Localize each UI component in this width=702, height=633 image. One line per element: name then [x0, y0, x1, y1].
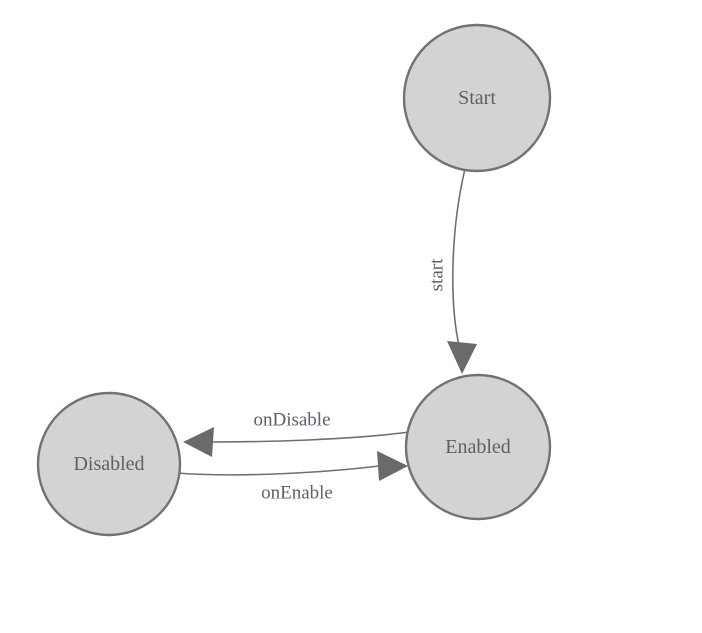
state-node-enabled-label: Enabled [445, 436, 511, 458]
arrowhead-left-icon [183, 427, 214, 457]
state-node-start[interactable]: Start [402, 23, 552, 173]
state-node-enabled[interactable]: Enabled [404, 373, 552, 521]
state-node-disabled-label: Disabled [73, 453, 144, 475]
arrowhead-down-icon [447, 341, 477, 374]
state-node-start-circle [402, 23, 552, 173]
transition-label-onenable: onEnable [261, 483, 333, 504]
transition-start-to-enabled-path [451, 170, 466, 351]
arrowhead-right-icon [377, 451, 408, 481]
transition-enabled-to-disabled[interactable]: onDisable [183, 410, 410, 458]
transition-disabled-to-enabled[interactable]: onEnable [176, 451, 408, 504]
state-node-start-label: Start [458, 87, 496, 109]
transition-label-ondisable: onDisable [253, 410, 330, 431]
transition-enabled-to-disabled-path [211, 431, 410, 443]
state-node-disabled-circle [36, 391, 182, 537]
transition-disabled-to-enabled-path [176, 465, 380, 476]
state-node-enabled-circle [404, 373, 552, 521]
state-node-disabled[interactable]: Disabled [36, 391, 182, 537]
transition-start-to-enabled[interactable]: start [427, 170, 478, 374]
transition-label-start: start [427, 258, 448, 291]
